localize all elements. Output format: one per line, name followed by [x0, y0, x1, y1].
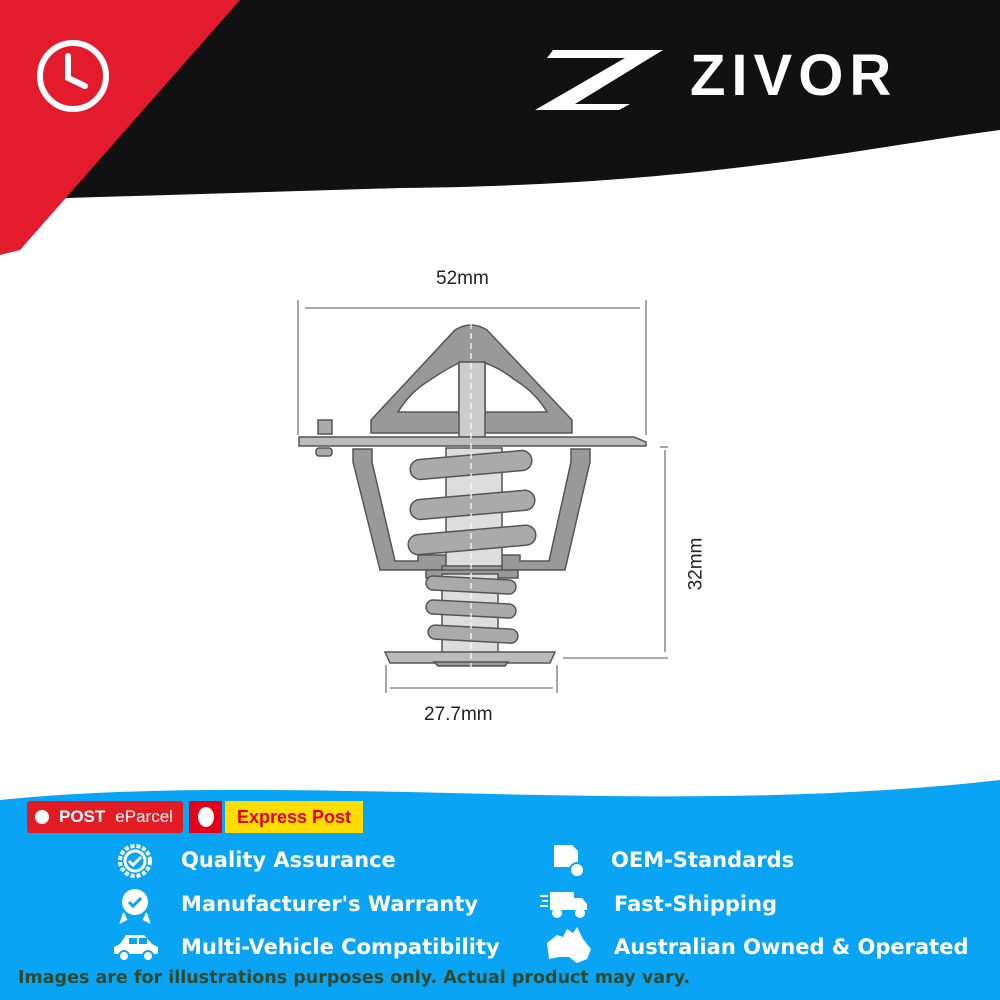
- red-corner: [0, 0, 240, 255]
- clock-icon: [37, 40, 109, 112]
- header-band: [0, 0, 1000, 200]
- award-ribbon-icon: [119, 889, 151, 924]
- feature-oem-standards: OEM-Standards: [611, 848, 795, 872]
- delivery-truck-icon: [540, 892, 587, 918]
- height-dimension-label: 32mm: [685, 537, 707, 591]
- base-dimension-label: 27.7mm: [424, 704, 493, 725]
- footer-band: [0, 780, 1000, 1000]
- auspost-eparcel-badge: POST eParcel: [27, 801, 183, 833]
- car-icon: [114, 935, 158, 962]
- auspost-logo-icon: [189, 801, 222, 833]
- badge-check-icon: [118, 844, 152, 878]
- feature-fast-shipping: Fast-Shipping: [614, 892, 778, 916]
- disclaimer-text: Images are for illustrations purposes on…: [18, 968, 691, 988]
- australia-map-icon: [547, 927, 591, 963]
- auspost-logo-icon: [35, 810, 49, 824]
- brand-name: ZIVOR: [690, 43, 898, 108]
- width-dimension-label: 52mm: [436, 268, 489, 289]
- eparcel-label: eParcel: [115, 807, 173, 826]
- document-check-icon: [554, 845, 585, 878]
- feature-manufacturers-warranty: Manufacturer's Warranty: [181, 892, 479, 916]
- feature-quality-assurance: Quality Assurance: [181, 848, 396, 872]
- feature-multi-vehicle-compatibility: Multi-Vehicle Compatibility: [181, 935, 500, 959]
- express-post-badge: Express Post: [225, 801, 363, 833]
- zivor-logo-mark: [535, 50, 663, 110]
- feature-australian-owned: Australian Owned & Operated: [614, 935, 969, 959]
- post-text: POST: [59, 807, 106, 826]
